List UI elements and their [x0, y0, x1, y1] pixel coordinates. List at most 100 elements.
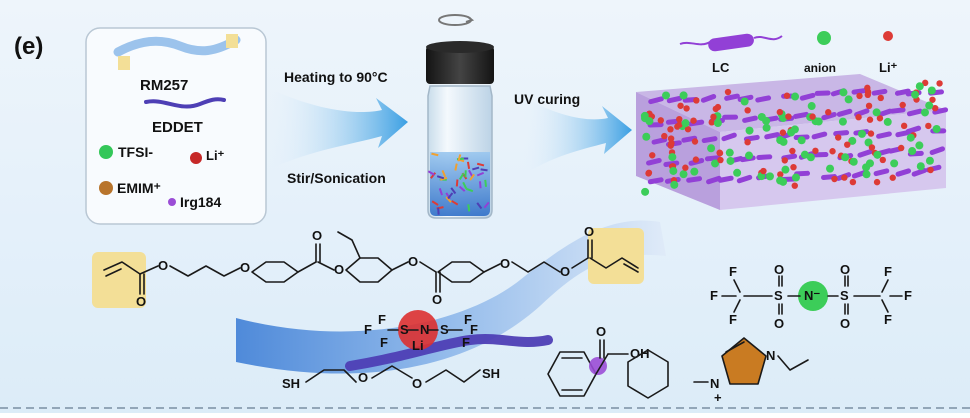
tfsi-f-4: F	[884, 264, 892, 279]
li-dot	[936, 80, 942, 86]
li-label: Li⁺	[206, 148, 225, 163]
anion-dot	[916, 82, 924, 90]
vial-fragment	[468, 204, 469, 211]
tfsi-label: TFSI-	[118, 144, 153, 160]
vial-fragment	[457, 179, 458, 186]
li-dot	[890, 175, 896, 181]
tfsi-f-5: F	[904, 288, 912, 303]
process-arrow-1	[268, 88, 408, 170]
li-dot	[715, 104, 721, 110]
li-dot	[869, 144, 875, 150]
li-dot	[760, 168, 766, 174]
anion-dot	[921, 108, 929, 116]
anion-dot	[925, 102, 933, 110]
eddet-o-1: O	[358, 370, 368, 385]
lc-network-block	[636, 74, 949, 210]
vial-fragment	[468, 162, 469, 169]
tfsi-f-3: F	[729, 312, 737, 327]
rm257-structure: O O O O O O O O O O	[92, 224, 644, 309]
network-legend: LC anion Li⁺	[680, 31, 898, 75]
anion-dot	[928, 87, 936, 95]
anion-dot	[845, 95, 853, 103]
lc-legend-label: LC	[712, 60, 730, 75]
anion-dot	[746, 127, 754, 135]
li-dot	[812, 148, 818, 154]
rm257-o-8: O	[500, 256, 510, 271]
lc-rod	[815, 90, 831, 96]
anion-dot	[792, 173, 800, 181]
tfsi-s-1: S	[774, 288, 783, 303]
vial-fragment	[485, 180, 486, 187]
anion-dot	[745, 152, 753, 160]
vial-fragment	[455, 164, 456, 171]
li-dot	[844, 141, 850, 147]
anion-dot	[680, 170, 688, 178]
rm257-label: RM257	[140, 77, 188, 94]
li-dot	[725, 89, 731, 95]
li-dot	[901, 123, 907, 129]
anion-dot	[801, 151, 809, 159]
anion-dot	[791, 93, 799, 101]
anion-dot	[908, 147, 916, 155]
anion-dot	[707, 144, 715, 152]
li-dot	[841, 174, 847, 180]
li-dot	[717, 157, 723, 163]
vial	[426, 41, 494, 218]
anion-legend-label: anion	[804, 61, 836, 75]
anion-dot	[915, 141, 923, 149]
anion-dot	[926, 157, 934, 165]
rm257-o-6: O	[408, 254, 418, 269]
li-dot	[190, 152, 202, 164]
li-dot	[856, 93, 862, 99]
li-dot	[790, 164, 796, 170]
anion-dot-icon	[817, 31, 831, 45]
tfsi-s-2: S	[840, 288, 849, 303]
li-dot	[789, 148, 795, 154]
li-dot	[777, 109, 783, 115]
li-dot	[900, 102, 906, 108]
anion-dot	[808, 102, 816, 110]
rm257-end-right	[226, 34, 238, 48]
anion-dot	[839, 118, 847, 126]
rm257-o-10: O	[584, 224, 594, 239]
li-dot	[866, 103, 872, 109]
anion-dot	[641, 188, 649, 196]
tfsi-o-3: O	[840, 262, 850, 277]
eddet-sh-left: SH	[282, 376, 300, 391]
tfsi-small-f2: F	[364, 322, 372, 337]
reagent-legend-box: RM257 EDDET TFSI- Li⁺ EMIM⁺ Irg184	[86, 28, 266, 224]
li-dot	[878, 95, 884, 101]
li-dot	[682, 165, 688, 171]
anion-dot	[766, 172, 774, 180]
anion-dot	[791, 125, 799, 133]
li-dot	[874, 179, 880, 185]
li-dot	[925, 123, 931, 129]
tfsi-o-1: O	[774, 262, 784, 277]
tfsi-f-1: F	[729, 264, 737, 279]
anion-dot	[873, 108, 881, 116]
tfsi-small-f6: F	[462, 335, 470, 350]
panel-label: (e)	[14, 33, 43, 60]
emim-dot	[99, 181, 113, 195]
emim-n-2: N	[766, 348, 775, 363]
li-dot	[825, 109, 831, 115]
anion-dot	[780, 138, 788, 146]
eddet-label: EDDET	[152, 119, 203, 136]
anion-dot	[642, 133, 650, 141]
tfsi-small-f5: F	[470, 322, 478, 337]
irg184-o: O	[596, 324, 606, 339]
li-dot	[710, 114, 716, 120]
li-dot	[717, 150, 723, 156]
rm257-o-5: O	[334, 262, 344, 277]
li-dot	[676, 116, 682, 122]
li-dot	[645, 170, 651, 176]
anion-dot	[714, 119, 722, 127]
rm257-o-4: O	[312, 228, 322, 243]
li-dot	[690, 117, 696, 123]
anion-dot	[670, 181, 678, 189]
tfsi-n: N⁻	[804, 288, 820, 303]
lc-rod-icon	[707, 33, 754, 52]
anion-dot	[727, 157, 735, 165]
anion-dot	[690, 168, 698, 176]
tfsi-o-4: O	[840, 316, 850, 331]
